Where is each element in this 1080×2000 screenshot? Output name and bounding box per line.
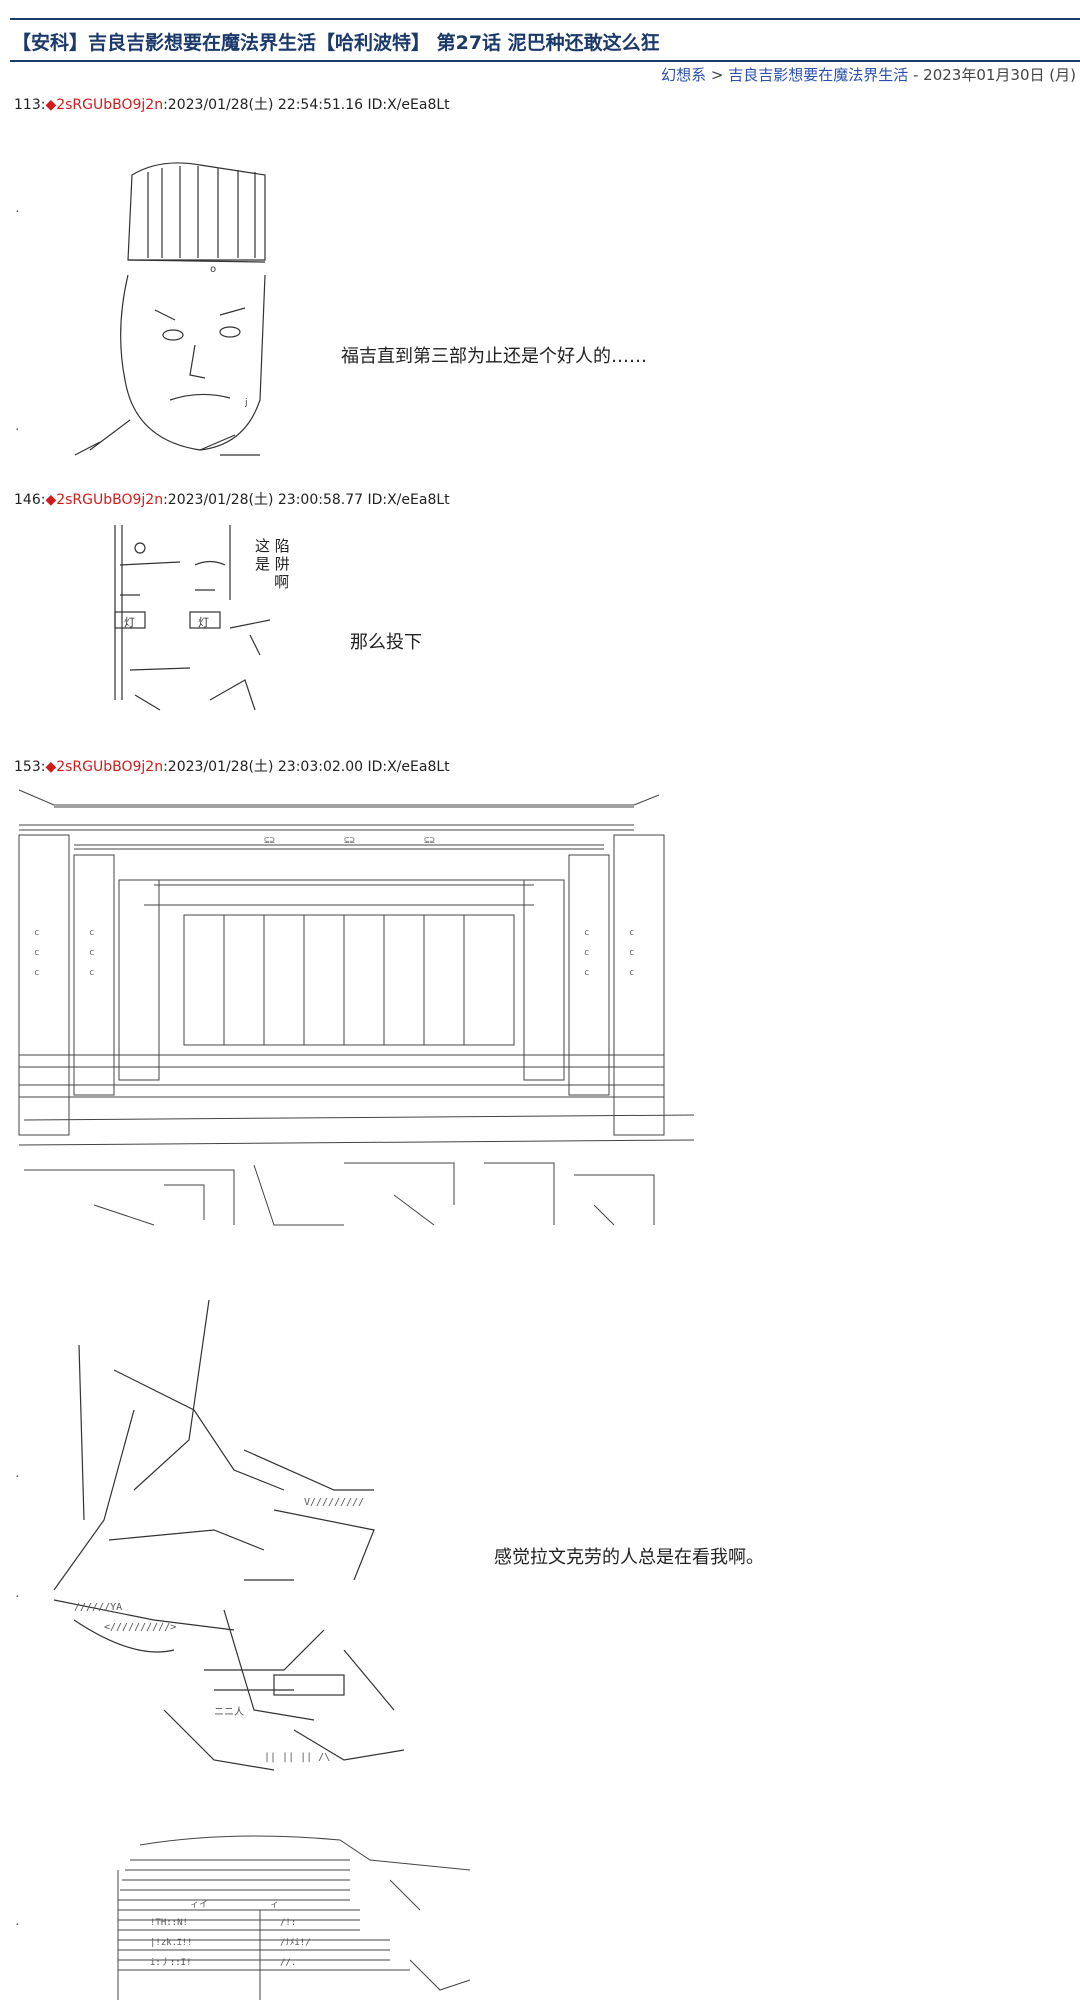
margin-dot: ·: [14, 423, 21, 436]
svg-text:⊆⊇: ⊆⊇: [424, 836, 435, 846]
svg-text:i:丿::I!: i:丿::I!: [150, 1958, 192, 1968]
svg-text:/ﾅﾒi!/: /ﾅﾒi!/: [280, 1937, 311, 1948]
post-trip: ◆2sRGUbBO9j2n: [45, 759, 164, 775]
post-caption-146: 那么投下: [350, 632, 422, 653]
breadcrumb-series-link[interactable]: 吉良吉影想要在魔法界生活: [728, 66, 909, 84]
svg-text:ィイ: ィイ: [190, 1900, 208, 1910]
breadcrumb: 幻想系 > 吉良吉影想要在魔法界生活 - 2023年01月30日 (月): [661, 64, 1076, 85]
breadcrumb-category-link[interactable]: 幻想系: [661, 66, 707, 84]
post-number: 153: [14, 759, 41, 775]
article-title: 【安科】吉良吉影想要在魔法界生活【哈利波特】 第27话 泥巴种还敢这么狂: [12, 32, 660, 54]
post-meta: :2023/01/28(土) 22:54:51.16 ID:X/eEa8Lt: [163, 97, 450, 113]
post-colon: :: [40, 492, 46, 508]
svg-text:/!:: /!:: [280, 1918, 296, 1928]
svg-text:灯: 灯: [124, 616, 135, 629]
svg-text:c: c: [34, 928, 39, 938]
ascii-art-fudge-face: o j: [70, 150, 280, 460]
svg-text:c: c: [584, 948, 589, 958]
svg-text:|!zk.ｴ!!: |!zk.ｴ!!: [150, 1938, 192, 1948]
post-meta: :2023/01/28(土) 23:03:02.00 ID:X/eEa8Lt: [163, 759, 450, 775]
svg-text:c: c: [89, 968, 94, 978]
post-header-146: 146:◆2sRGUbBO9j2n:2023/01/28(土) 23:00:58…: [14, 489, 450, 509]
svg-text:!TH::N!: !TH::N!: [150, 1918, 188, 1928]
svg-text:ニニ人: ニニ人: [214, 1706, 244, 1718]
margin-dot: ·: [14, 1470, 21, 1483]
post-number: 146: [14, 492, 41, 508]
svg-text:o: o: [210, 264, 216, 275]
post-trip: ◆2sRGUbBO9j2n: [45, 492, 164, 508]
svg-text:c: c: [584, 968, 589, 978]
svg-text:c: c: [89, 928, 94, 938]
post-header-113: 113:◆2sRGUbBO9j2n:2023/01/28(土) 22:54:51…: [14, 94, 450, 114]
post-header-153: 153:◆2sRGUbBO9j2n:2023/01/28(土) 23:03:02…: [14, 756, 450, 776]
svg-text:j: j: [244, 398, 248, 408]
svg-text:c: c: [629, 968, 634, 978]
ascii-art-ravenclaw-character: V///////// //////YA <//////////> ニニ人 || …: [14, 1290, 434, 1780]
post-caption-113: 福吉直到第三部为止还是个好人的……: [341, 346, 647, 367]
svg-text:c: c: [584, 928, 589, 938]
margin-dot: ·: [14, 205, 21, 218]
svg-text://.: //.: [280, 1958, 296, 1968]
svg-text:c: c: [629, 928, 634, 938]
margin-dot: ·: [14, 1590, 21, 1603]
breadcrumb-date: - 2023年01月30日 (月): [908, 66, 1076, 84]
svg-text://////YA: //////YA: [74, 1602, 122, 1613]
post-colon: :: [40, 97, 46, 113]
margin-dot: ·: [14, 1918, 21, 1931]
svg-text:c: c: [34, 968, 39, 978]
post-trip: ◆2sRGUbBO9j2n: [45, 97, 164, 113]
ascii-art-striped-figure: ィイ ィ !TH::N! /!: |!zk.ｴ!! /ﾅﾒi!/ i:丿::I! //.: [110, 1830, 480, 2000]
svg-text:<//////////>: <//////////>: [104, 1622, 176, 1633]
svg-text:|| || || /\: || || || /\: [264, 1752, 330, 1763]
svg-text:⊆⊇: ⊆⊇: [264, 836, 275, 846]
svg-text:灯: 灯: [198, 616, 209, 629]
svg-text:c: c: [89, 948, 94, 958]
svg-text:V/////////: V/////////: [304, 1497, 364, 1508]
svg-text:c: c: [629, 948, 634, 958]
svg-text:⊆⊇: ⊆⊇: [344, 836, 355, 846]
breadcrumb-separator: >: [706, 66, 729, 84]
post-colon: :: [40, 759, 46, 775]
post-caption-153: 感觉拉文克劳的人总是在看我啊。: [494, 1547, 764, 1568]
post-side-text-146: 这 陷 是 阱 啊: [255, 537, 290, 591]
post-number: 113: [14, 97, 41, 113]
ascii-art-glowing-eyes-face: 灯 灯: [100, 520, 310, 720]
svg-text:ィ: ィ: [270, 1900, 279, 1910]
svg-text:c: c: [34, 948, 39, 958]
post-meta: :2023/01/28(土) 23:00:58.77 ID:X/eEa8Lt: [163, 492, 450, 508]
article-title-bar: 【安科】吉良吉影想要在魔法界生活【哈利波特】 第27话 泥巴种还敢这么狂: [10, 18, 1080, 62]
